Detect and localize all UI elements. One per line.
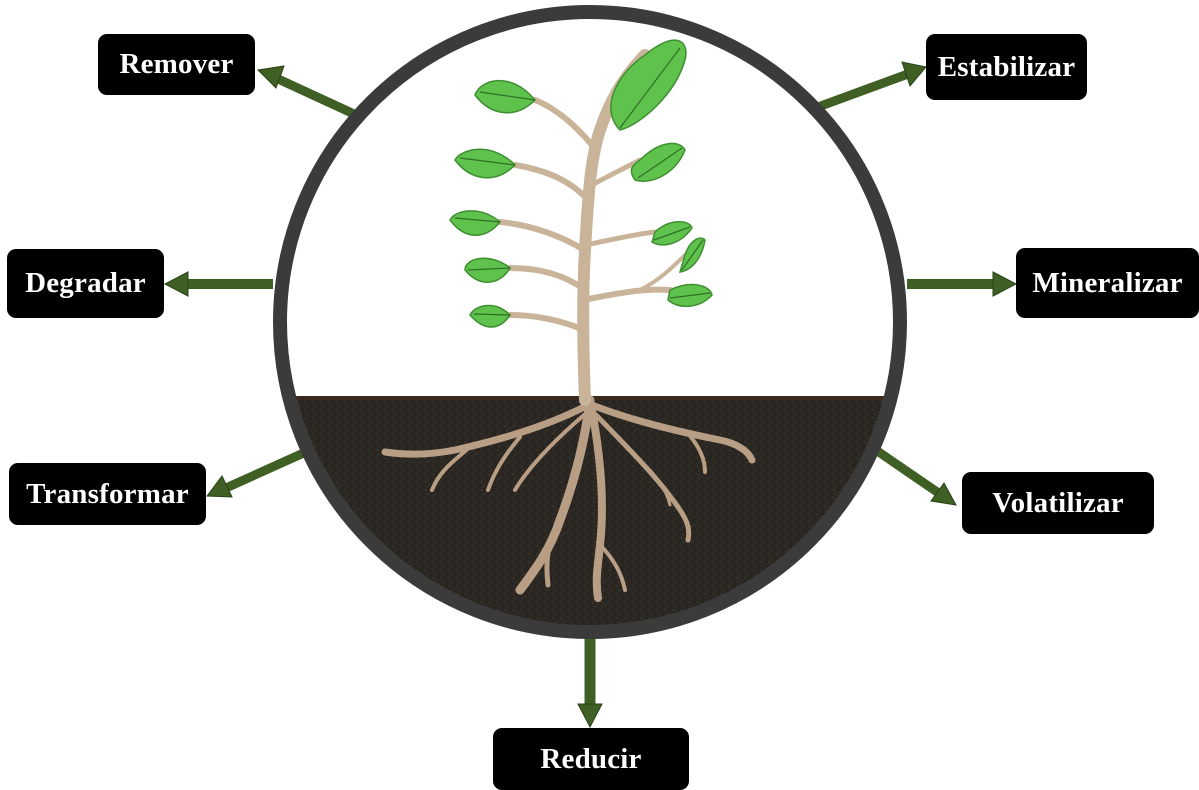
arrow-remover xyxy=(258,66,354,114)
label-mineralizar: Mineralizar xyxy=(1016,248,1199,318)
label-reducir: Reducir xyxy=(493,728,689,790)
label-estabilizar: Estabilizar xyxy=(926,34,1087,100)
label-transformar: Transformar xyxy=(9,463,206,525)
arrow-mineralizar xyxy=(907,272,1016,296)
label-remover: Remover xyxy=(98,34,255,95)
arrow-estabilizar xyxy=(818,62,926,107)
label-volatilizar: Volatilizar xyxy=(962,472,1154,534)
arrow-transformar xyxy=(207,451,308,497)
arrow-volatilizar xyxy=(870,446,956,505)
arrow-degradar xyxy=(165,272,273,296)
soil xyxy=(270,398,910,638)
label-degradar: Degradar xyxy=(7,249,164,318)
